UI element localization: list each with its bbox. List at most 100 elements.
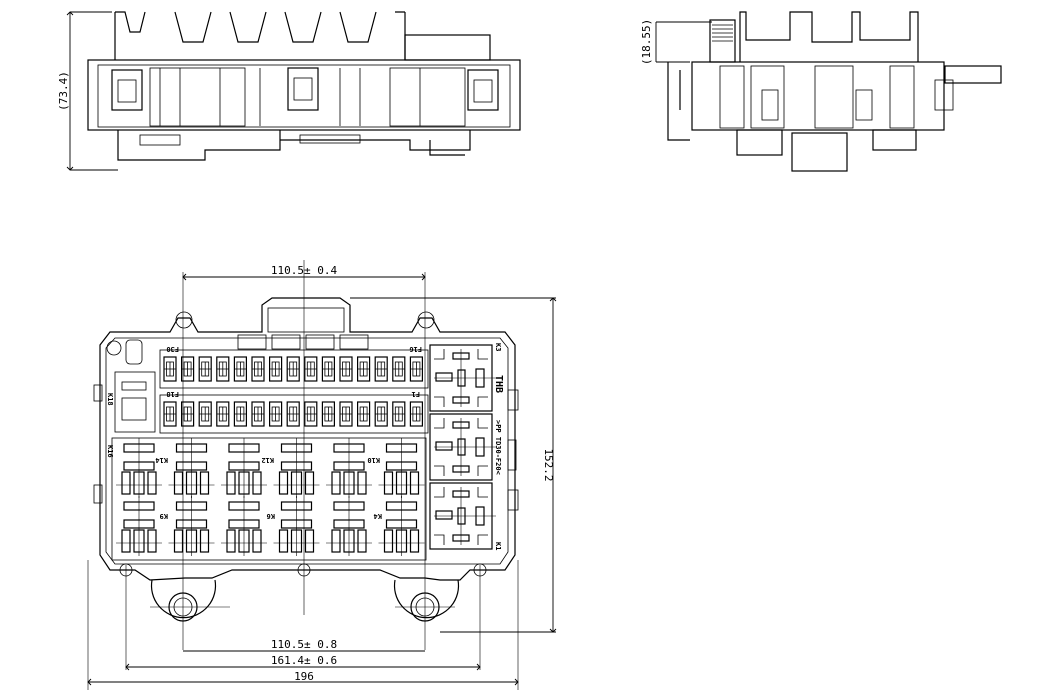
fuse	[374, 356, 388, 382]
fuse	[339, 401, 353, 427]
fuse	[233, 356, 247, 382]
relay-pin	[226, 529, 236, 553]
fuse	[392, 356, 406, 382]
front-connector-left	[111, 69, 143, 111]
relay-pin	[357, 529, 367, 553]
relay-pin	[304, 529, 315, 553]
relay-label-k1: K1	[494, 542, 502, 550]
fuse	[251, 356, 265, 382]
fuse	[357, 356, 371, 382]
small-relay	[378, 438, 425, 498]
side-height-dim: (18.55)	[640, 19, 653, 65]
relay-centerline	[221, 496, 267, 556]
mounting-hole-left	[150, 579, 217, 622]
fuse-label-f18: F18	[166, 390, 179, 398]
fuse-mark	[410, 362, 423, 376]
fuse	[198, 356, 212, 382]
small-relay	[273, 496, 320, 556]
fuse	[321, 401, 335, 427]
large-relay	[429, 413, 496, 481]
fuse-mark	[216, 407, 229, 421]
small-relay	[116, 496, 162, 556]
fuse-mark	[164, 362, 176, 376]
fuse-array	[163, 356, 423, 427]
fuse-mark	[375, 362, 388, 376]
relay-label-k16: K16	[106, 445, 114, 458]
fuse	[216, 401, 230, 427]
relay-pin	[409, 529, 420, 553]
fuse-mark	[287, 407, 300, 421]
relay-pin	[331, 529, 341, 553]
relay-pin	[435, 441, 453, 451]
relay-label-k14: K14	[155, 456, 168, 464]
small-relay	[378, 496, 425, 556]
relay-pin	[121, 529, 131, 553]
small-relay	[168, 496, 215, 556]
side-view: (18.55)	[640, 11, 1002, 172]
fuse-mark	[181, 362, 194, 376]
plan-view: F30 F16 F18 F1 K18 K16 K14 K12 K10 K9 K6…	[87, 260, 557, 690]
fuse	[251, 401, 265, 427]
fuse-mark	[357, 407, 370, 421]
fuse	[216, 356, 230, 382]
relay-pin	[383, 471, 394, 495]
fuse	[181, 356, 195, 382]
fuse-mark	[375, 407, 388, 421]
fuse-label-f1: F1	[412, 390, 420, 398]
relay-pin	[173, 529, 184, 553]
relay-pin	[435, 510, 453, 520]
fuse-mark	[216, 362, 229, 376]
relay-centerline	[273, 496, 320, 556]
dim-bottom-2: 161.4± 0.6	[271, 654, 337, 667]
fuse-mark	[322, 407, 335, 421]
large-relay-corner	[434, 487, 488, 545]
relay-centerline	[326, 496, 372, 556]
fuse-mark	[410, 407, 423, 421]
fuse-mark	[199, 407, 212, 421]
fuse	[357, 401, 371, 427]
fuse	[198, 401, 212, 427]
fuse-mark	[252, 407, 264, 421]
fuse-mark	[252, 362, 264, 376]
fuse-mark	[304, 407, 317, 421]
relay-pin	[147, 471, 157, 495]
relay-centerline	[434, 418, 496, 476]
relay-pin	[409, 471, 420, 495]
fuse-mark	[304, 362, 317, 376]
relay-label-k3: K3	[494, 343, 502, 351]
fuse-mark	[164, 407, 176, 421]
relay-pin	[147, 529, 157, 553]
relay-centerline	[168, 496, 215, 556]
fuse-label-f30: F30	[166, 345, 179, 353]
relay-grid	[116, 438, 425, 556]
fuse-mark	[340, 362, 352, 376]
fuse-mark	[181, 407, 194, 421]
small-relay	[326, 496, 372, 556]
relay-label-k9: K9	[160, 512, 168, 520]
small-relay	[116, 438, 162, 498]
fuse-mark	[392, 362, 405, 376]
relay-centerline	[273, 438, 320, 498]
relay-centerline	[378, 438, 425, 498]
front-connector-right	[467, 69, 499, 111]
relay-centerline	[434, 487, 496, 545]
relay-pin	[383, 529, 394, 553]
small-relay	[273, 438, 320, 498]
small-relay	[221, 496, 267, 556]
front-height-dim: (73.4)	[57, 71, 70, 111]
relay-centerline	[168, 438, 215, 498]
large-relay-corner	[434, 349, 488, 407]
fuse-mark	[234, 407, 247, 421]
fuse	[339, 356, 353, 382]
fuse-mark	[340, 407, 352, 421]
top-connector	[237, 307, 369, 350]
fuse	[304, 356, 318, 382]
fuse	[409, 356, 423, 382]
relay-label-k12: K12	[261, 456, 274, 464]
relay-label-k18: K18	[106, 393, 114, 406]
relay-pin	[226, 471, 236, 495]
relay-pin	[252, 529, 262, 553]
fuse	[269, 356, 283, 382]
fuse	[392, 401, 406, 427]
